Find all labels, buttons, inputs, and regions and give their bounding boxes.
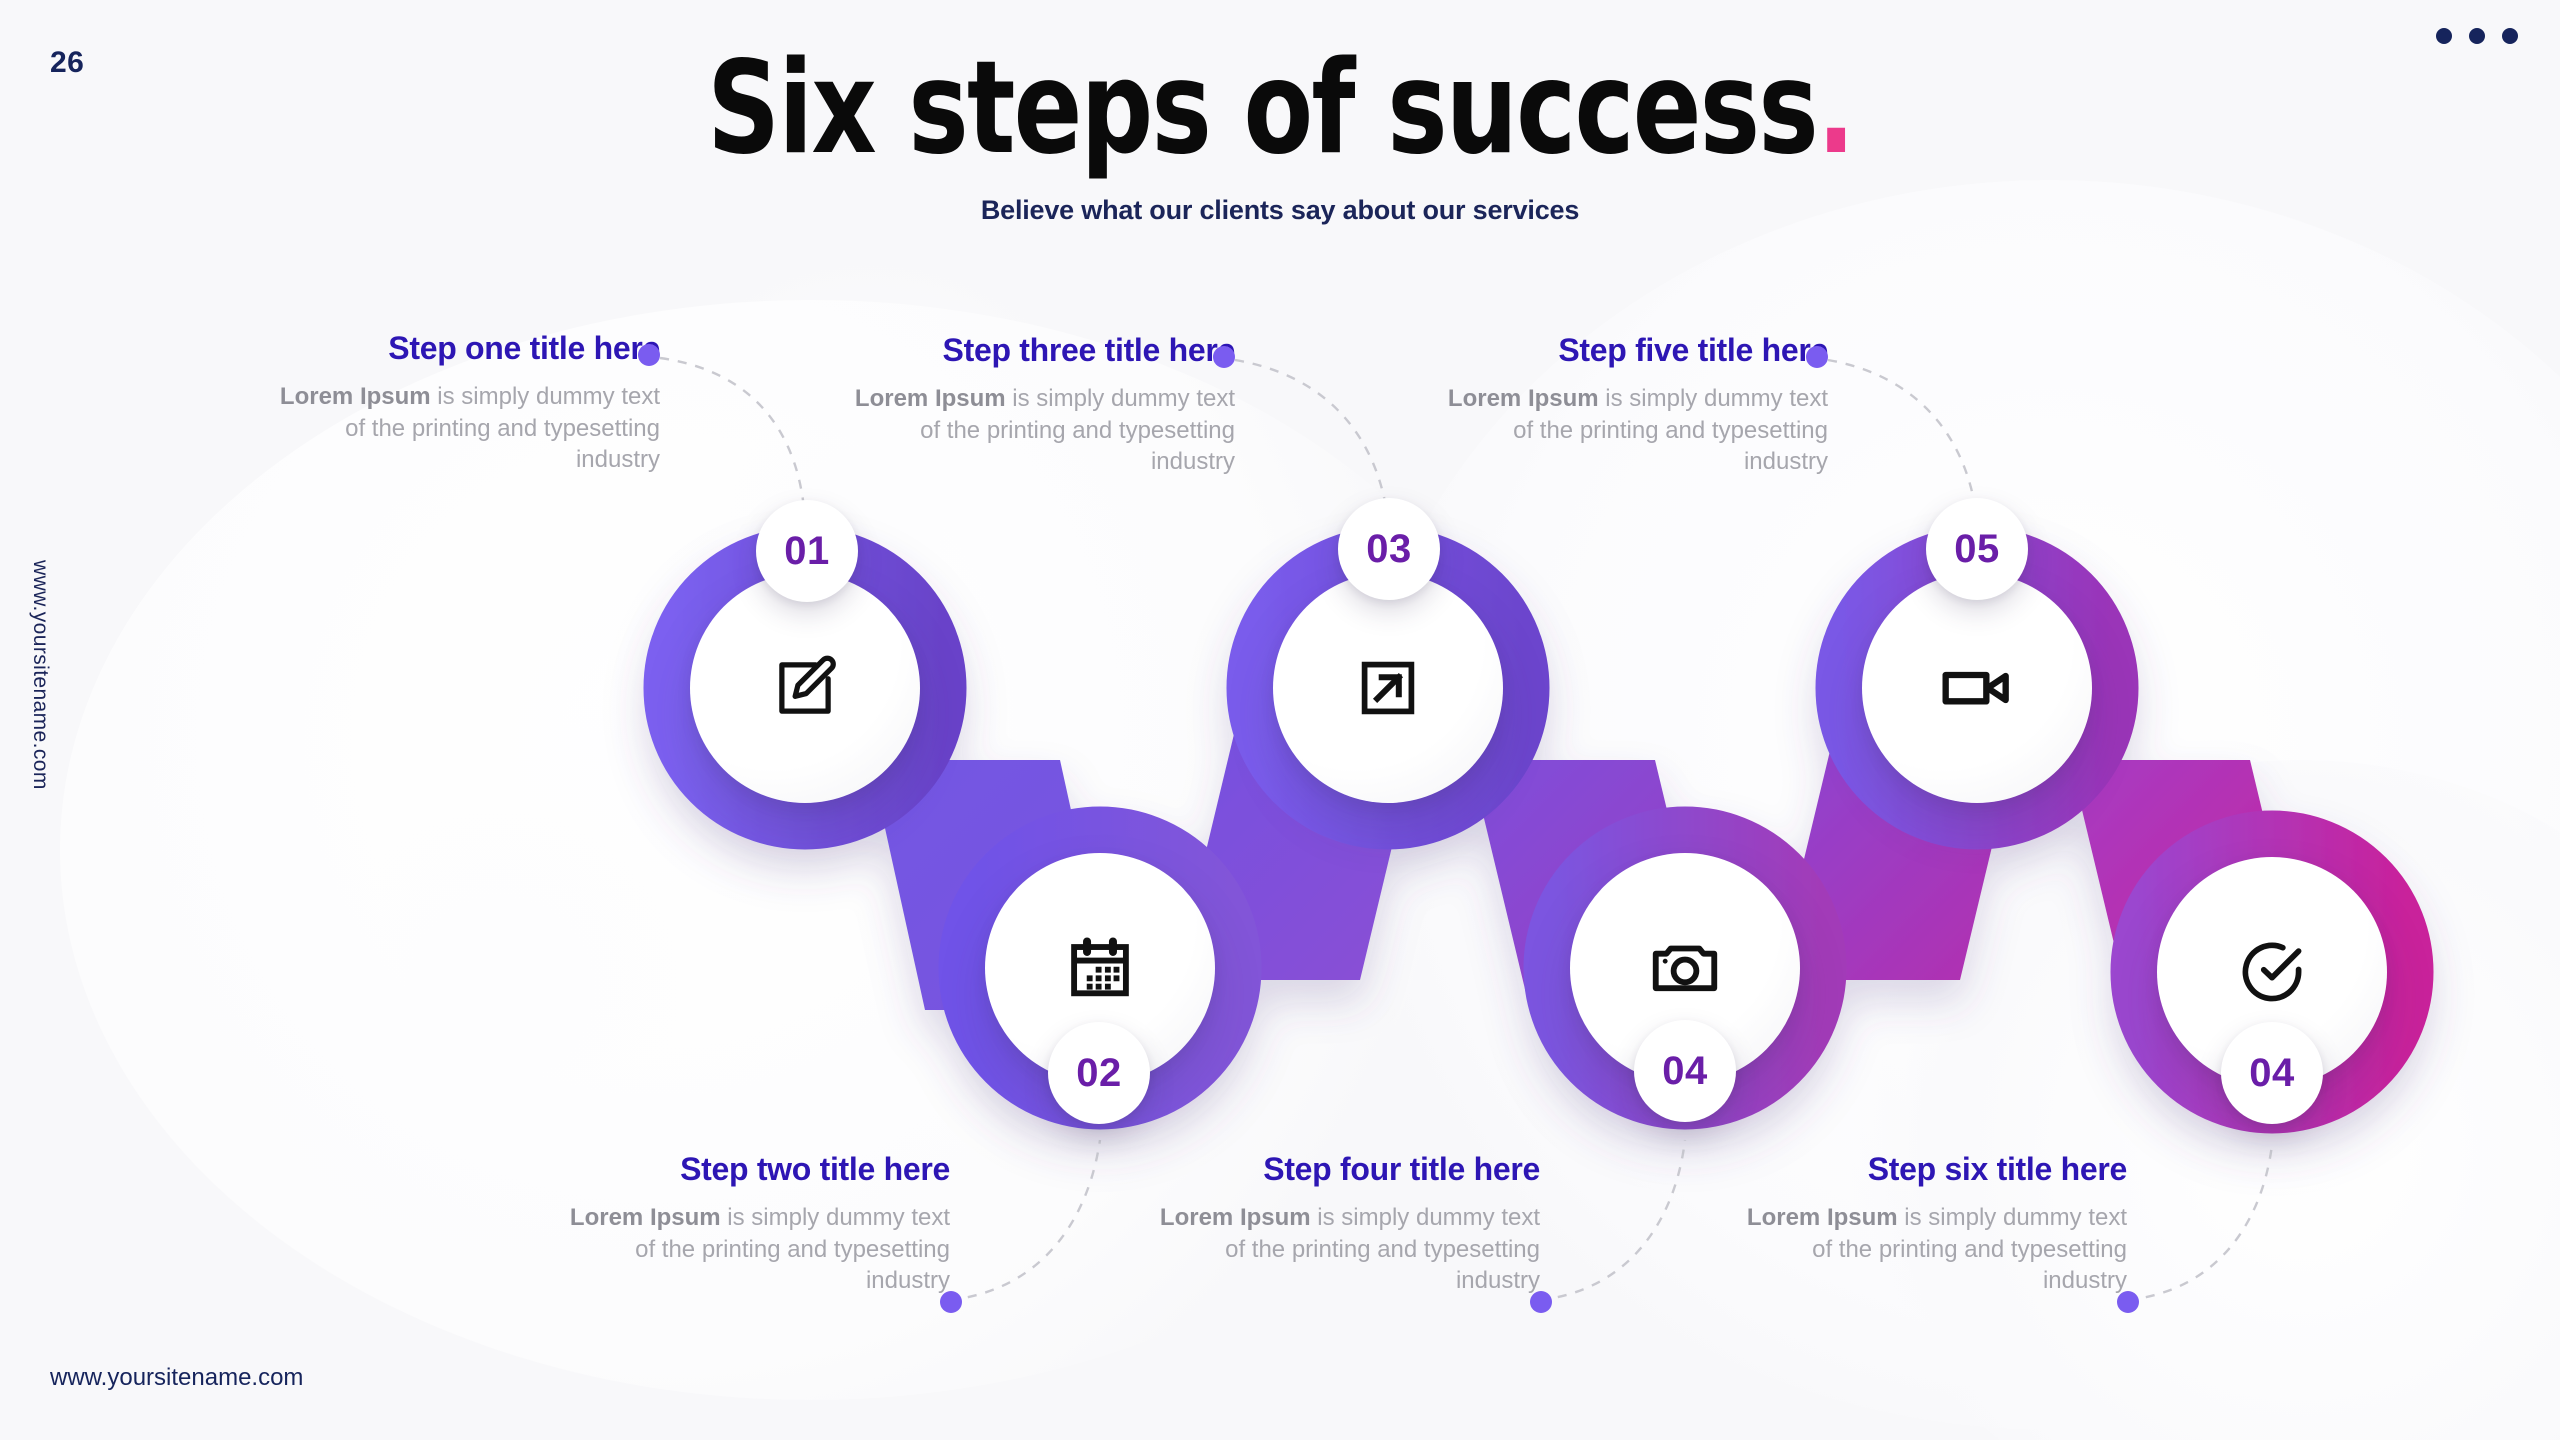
step-body-lead-6: Lorem Ipsum xyxy=(1746,1204,1898,1231)
step-body-rest-1: is simply dummy text of the printing and… xyxy=(345,383,660,474)
step-body-2: Lorem Ipsum is simply dummy text of the … xyxy=(550,1202,950,1297)
step-body-5: Lorem Ipsum is simply dummy text of the … xyxy=(1428,383,1828,478)
step-number-badge-3: 03 xyxy=(1338,498,1440,600)
dot-icon xyxy=(2502,28,2518,44)
dot-icon xyxy=(2436,28,2452,44)
step-number-badge-2: 02 xyxy=(1048,1022,1150,1124)
step-body-lead-3: Lorem Ipsum xyxy=(854,385,1006,412)
step-number-badge-5: 05 xyxy=(1926,498,2028,600)
step-body-lead-5: Lorem Ipsum xyxy=(1447,385,1599,412)
step-body-rest-4: is simply dummy text of the printing and… xyxy=(1225,1204,1540,1295)
step-text-block-4: Step four title here Lorem Ipsum is simp… xyxy=(1140,1151,1552,1313)
page-title-text: Six steps of success xyxy=(706,34,1818,183)
step-marker-dot-5 xyxy=(1806,346,1828,368)
title-accent-dot: . xyxy=(1816,34,1854,183)
step-icon-circle-1[interactable] xyxy=(690,573,920,803)
step-body-rest-6: is simply dummy text of the printing and… xyxy=(1812,1204,2127,1295)
camera-icon xyxy=(1652,945,1718,992)
step-text-block-2: Step two title here Lorem Ipsum is simpl… xyxy=(550,1151,962,1313)
step-body-rest-5: is simply dummy text of the printing and… xyxy=(1513,385,1828,476)
page-subtitle: Believe what our clients say about our s… xyxy=(980,195,1580,225)
step-number-badge-4: 04 xyxy=(1634,1020,1736,1122)
step-body-rest-2: is simply dummy text of the printing and… xyxy=(635,1204,950,1295)
video-camera-icon xyxy=(1942,671,2009,705)
page-number: 26 xyxy=(50,46,85,79)
step-marker-dot-6 xyxy=(2117,1291,2139,1313)
step-title-1: Step one title here xyxy=(388,330,660,366)
step-number-badge-1: 01 xyxy=(756,500,858,602)
calendar-icon xyxy=(1071,937,1129,997)
step-icon-circle-2[interactable] xyxy=(985,853,1215,1083)
step-title-3: Step three title here xyxy=(942,332,1236,368)
edit-square-icon xyxy=(779,655,836,714)
page-title: Six steps of success. xyxy=(707,45,1855,173)
check-circle-icon xyxy=(2242,942,2302,1002)
step-marker-dot-4 xyxy=(1530,1291,1552,1313)
step-icon-circle-3[interactable] xyxy=(1273,573,1503,803)
top-right-dots xyxy=(2436,28,2518,44)
step-body-6: Lorem Ipsum is simply dummy text of the … xyxy=(1727,1202,2127,1297)
step-body-3: Lorem Ipsum is simply dummy text of the … xyxy=(835,383,1235,478)
step-body-lead-4: Lorem Ipsum xyxy=(1159,1204,1311,1231)
step-marker-dot-3 xyxy=(1213,346,1235,368)
step-text-block-6: Step six title here Lorem Ipsum is simpl… xyxy=(1727,1151,2139,1313)
step-number-badge-6: 04 xyxy=(2221,1022,2323,1124)
step-title-4: Step four title here xyxy=(1263,1151,1540,1187)
step-body-rest-3: is simply dummy text of the printing and… xyxy=(920,385,1235,476)
step-icon-circle-5[interactable] xyxy=(1862,573,2092,803)
step-body-lead-1: Lorem Ipsum xyxy=(279,383,431,410)
step-body-4: Lorem Ipsum is simply dummy text of the … xyxy=(1140,1202,1540,1297)
step-text-block-3: Step three title here Lorem Ipsum is sim… xyxy=(835,332,1235,478)
step-text-block-5: Step five title here Lorem Ipsum is simp… xyxy=(1428,332,1828,478)
step-title-6: Step six title here xyxy=(1867,1151,2128,1187)
dot-icon xyxy=(2469,28,2485,44)
step-title-2: Step two title here xyxy=(680,1151,950,1187)
step-body-lead-2: Lorem Ipsum xyxy=(569,1204,721,1231)
step-body-1: Lorem Ipsum is simply dummy text of the … xyxy=(260,381,660,476)
title-block: Six steps of success. Believe what our c… xyxy=(0,45,2560,226)
step-title-5: Step five title here xyxy=(1558,332,1828,368)
footer-website-url: www.yoursitename.com xyxy=(50,1364,304,1391)
side-website-url: www.yoursitename.com xyxy=(29,560,52,790)
external-link-icon xyxy=(1361,661,1415,715)
step-marker-dot-2 xyxy=(940,1291,962,1313)
step-text-block-1: Step one title here Lorem Ipsum is simpl… xyxy=(260,330,660,476)
step-marker-dot-1 xyxy=(638,344,660,366)
